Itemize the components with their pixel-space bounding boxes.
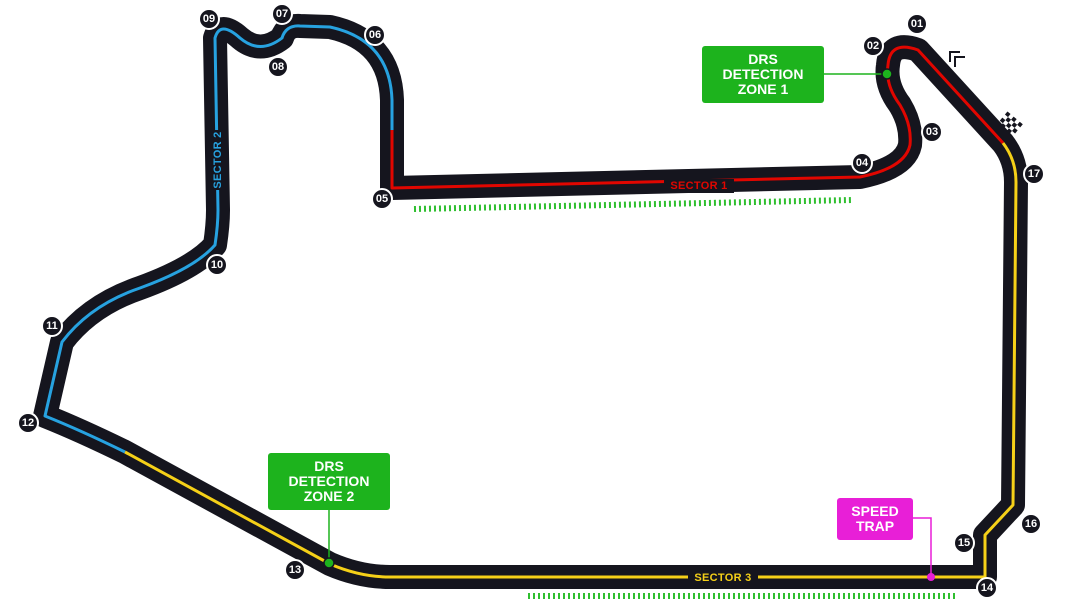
svg-text:01: 01 (911, 18, 923, 30)
turn-12-marker: 12 (17, 412, 39, 434)
sector-3-label: SECTOR 3 (688, 571, 758, 585)
svg-text:11: 11 (46, 320, 58, 332)
sector-1-label: SECTOR 1 (664, 179, 734, 193)
speed-trap-line-1: SPEED (851, 503, 898, 519)
turn-14-marker: 14 (976, 577, 998, 599)
sector-3-line (124, 142, 1018, 579)
svg-text:09: 09 (203, 13, 215, 25)
turn-06-marker: 06 (364, 24, 386, 46)
svg-text:08: 08 (272, 61, 284, 73)
svg-text:14: 14 (981, 582, 994, 594)
drs2-line-3: ZONE 2 (304, 488, 355, 504)
drs-zones (413, 197, 958, 599)
turn-01-marker: 01 (906, 13, 928, 35)
turn-11-marker: 11 (41, 315, 63, 337)
drs1-line-3: ZONE 1 (738, 81, 789, 97)
turn-08-marker: 08 (267, 56, 289, 78)
turn-markers: 01 02 03 04 05 06 07 08 09 10 11 12 13 1… (17, 3, 1045, 599)
svg-text:SECTOR 3: SECTOR 3 (694, 572, 751, 584)
svg-text:15: 15 (958, 537, 970, 549)
turn-03-marker: 03 (921, 121, 943, 143)
drs1-line-1: DRS (748, 51, 778, 67)
svg-text:12: 12 (22, 417, 34, 429)
turn-09-marker: 09 (198, 8, 220, 30)
turn-16-marker: 16 (1020, 513, 1042, 535)
svg-text:SECTOR 1: SECTOR 1 (670, 180, 727, 192)
turn-02-marker: 02 (862, 35, 884, 57)
turn-07-marker: 07 (271, 3, 293, 25)
svg-text:06: 06 (369, 29, 381, 41)
svg-text:05: 05 (376, 193, 388, 205)
chequered-flag-icon (999, 111, 1023, 134)
drs-zone-1-marker (413, 197, 853, 212)
svg-text:17: 17 (1028, 168, 1040, 180)
drs2-line-2: DETECTION (289, 473, 370, 489)
speed-trap-callout: SPEED TRAP (837, 498, 935, 581)
sector-2-line (43, 24, 394, 454)
turn-13-marker: 13 (284, 559, 306, 581)
sector-2-label: SECTOR 2 (211, 130, 225, 190)
svg-text:02: 02 (867, 40, 879, 52)
turn-15-marker: 15 (953, 532, 975, 554)
drs1-line-2: DETECTION (723, 66, 804, 82)
svg-text:SECTOR 2: SECTOR 2 (212, 131, 224, 188)
svg-text:07: 07 (276, 8, 288, 20)
speed-trap-line-2: TRAP (856, 518, 894, 534)
turn-10-marker: 10 (206, 254, 228, 276)
svg-text:04: 04 (856, 157, 869, 169)
svg-text:03: 03 (926, 126, 938, 138)
drs2-line-1: DRS (314, 458, 344, 474)
turn-05-marker: 05 (371, 188, 393, 210)
svg-text:16: 16 (1025, 518, 1037, 530)
drs-detection-zone-1-callout: DRS DETECTION ZONE 1 (702, 46, 893, 103)
direction-chevrons-icon (949, 51, 965, 67)
drs-detection-zone-2-callout: DRS DETECTION ZONE 2 (268, 453, 390, 569)
turn-04-marker: 04 (851, 152, 873, 174)
svg-text:10: 10 (211, 259, 223, 271)
svg-text:13: 13 (289, 564, 301, 576)
turn-17-marker: 17 (1023, 163, 1045, 185)
track-outline (33, 13, 1028, 589)
sector-1-line (390, 45, 1005, 190)
